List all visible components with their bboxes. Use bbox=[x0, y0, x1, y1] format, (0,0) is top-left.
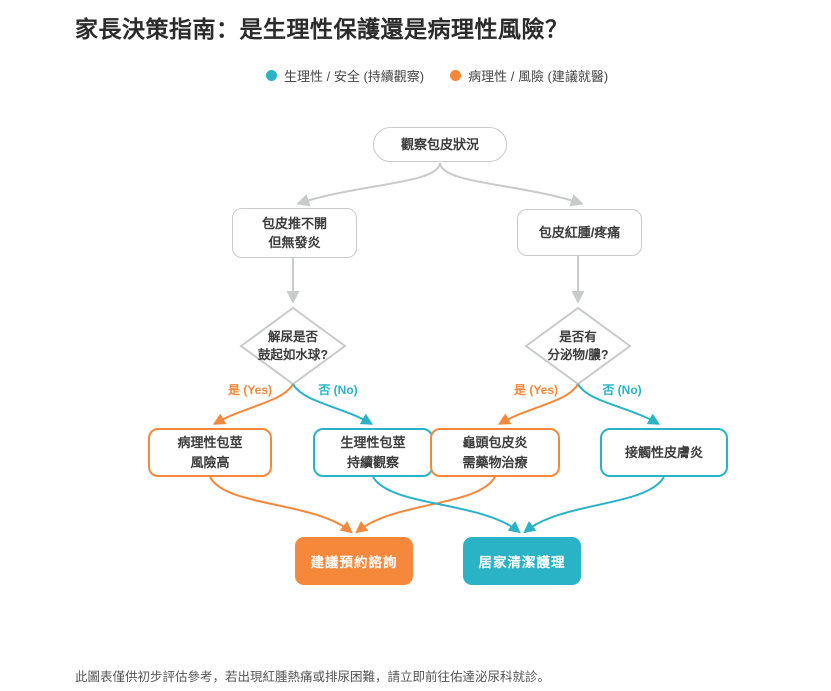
connector-o4-to-homecare bbox=[523, 476, 665, 534]
outcome-contact-dermatitis: 接觸性皮膚炎 bbox=[600, 428, 728, 477]
outcome-o4-label: 接觸性皮膚炎 bbox=[624, 444, 703, 460]
left-yes-label: 是 (Yes) bbox=[227, 383, 273, 397]
connector-right-no bbox=[577, 383, 661, 425]
connector-left-no bbox=[292, 383, 374, 425]
orange-dot-icon bbox=[450, 70, 462, 81]
page-title: 家長決策指南：是生理性保護還是病理性風險？ bbox=[75, 16, 569, 42]
outcome-o1-line2: 風險高 bbox=[190, 454, 230, 470]
legend-label-physiologic: 生理性 / 安全 (持續觀察) bbox=[284, 69, 425, 84]
legend-item-pathologic: 病理性 / 風險 (建議就醫) bbox=[450, 66, 608, 85]
connector-right-yes bbox=[497, 383, 579, 425]
legend-item-physiologic: 生理性 / 安全 (持續觀察) bbox=[266, 66, 424, 85]
outcome-pathologic-phimosis: 病理性包莖 風險高 bbox=[148, 428, 272, 477]
branch-node-red-swollen: 包皮紅腫/疼痛 bbox=[517, 209, 642, 256]
right-yes-label: 是 (Yes) bbox=[513, 383, 559, 397]
connector-start-to-right bbox=[439, 162, 584, 207]
decision-diamond-left bbox=[239, 306, 347, 386]
branch-left-line1: 包皮推不開 bbox=[261, 215, 327, 231]
branch-right-label: 包皮紅腫/疼痛 bbox=[538, 224, 621, 240]
decision-left-text: 解尿是否 鼓起如水球? bbox=[233, 328, 353, 364]
decision-right-text: 是否有 分泌物/膿? bbox=[518, 328, 638, 364]
disclaimer-text: 此圖表僅供初步評估參考，若出現紅腫熱痛或排尿困難，請立即前往佑達泌尿科就診。 bbox=[75, 670, 551, 684]
branch-node-no-inflammation: 包皮推不開 但無發炎 bbox=[232, 208, 357, 258]
connector-left-yes bbox=[212, 383, 294, 425]
outcome-o2-line1: 生理性包莖 bbox=[340, 435, 406, 450]
connector-o2-to-homecare bbox=[372, 476, 521, 534]
start-node-label: 觀察包皮狀況 bbox=[400, 136, 479, 152]
decision-diamond-right bbox=[524, 306, 632, 386]
connector-o1-to-consult bbox=[209, 476, 353, 534]
teal-dot-icon bbox=[266, 70, 277, 81]
outcome-balanitis: 龜頭包皮炎 需藥物治療 bbox=[430, 428, 560, 477]
start-node: 觀察包皮狀況 bbox=[373, 127, 507, 162]
branch-left-line2: 但無發炎 bbox=[268, 235, 321, 250]
connector-o3-to-consult bbox=[355, 476, 496, 534]
decision-right-line1: 是否有 bbox=[559, 330, 597, 344]
outcome-o2-line2: 持續觀察 bbox=[346, 454, 399, 470]
legend-label-pathologic: 病理性 / 風險 (建議就醫) bbox=[468, 69, 609, 84]
book-consult-button[interactable]: 建議預約諮詢 bbox=[295, 537, 413, 585]
left-no-label: 否 (No) bbox=[318, 383, 358, 397]
connector-start-to-left bbox=[296, 162, 441, 207]
outcome-o3-line2: 需藥物治療 bbox=[462, 454, 528, 470]
decision-left-line1: 解尿是否 bbox=[267, 330, 318, 344]
outcome-physiologic-phimosis: 生理性包莖 持續觀察 bbox=[313, 428, 433, 477]
outcome-o3-line1: 龜頭包皮炎 bbox=[462, 435, 528, 450]
decision-left-line2: 鼓起如水球? bbox=[257, 348, 329, 363]
decision-right-line2: 分泌物/膿? bbox=[547, 348, 609, 363]
legend: 生理性 / 安全 (持續觀察) 病理性 / 風險 (建議就醫) bbox=[266, 66, 608, 85]
outcome-o1-line1: 病理性包莖 bbox=[177, 435, 243, 450]
right-no-label: 否 (No) bbox=[602, 383, 642, 397]
home-care-button[interactable]: 居家清潔護理 bbox=[463, 537, 581, 585]
